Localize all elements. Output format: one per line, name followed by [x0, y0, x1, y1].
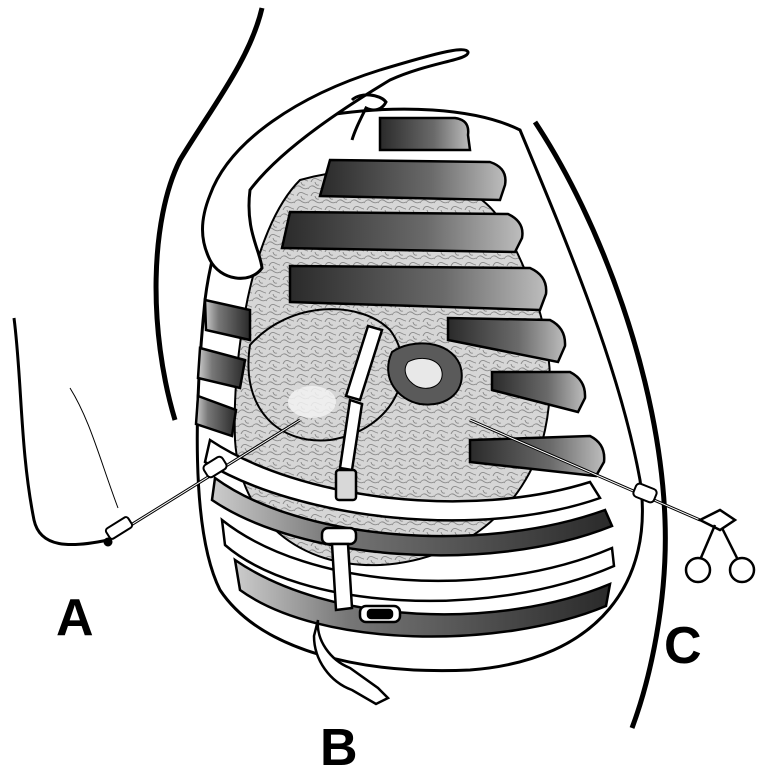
scalpel-icon: [104, 516, 133, 546]
port-label-c: C: [664, 620, 702, 672]
rib-3: [282, 212, 522, 252]
armpit-line: [70, 388, 118, 508]
port-label-b: B: [320, 722, 358, 774]
scope-tip: [336, 470, 356, 500]
rib-2: [320, 160, 505, 200]
port-label-a: A: [56, 592, 94, 644]
scissors-icon: [686, 510, 754, 582]
rib-1: [380, 118, 470, 150]
scope-handle: [332, 544, 352, 610]
arm-outline: [14, 318, 108, 545]
trocar-b: [322, 528, 356, 544]
rib-4: [290, 266, 546, 310]
lung-highlight: [288, 386, 336, 418]
